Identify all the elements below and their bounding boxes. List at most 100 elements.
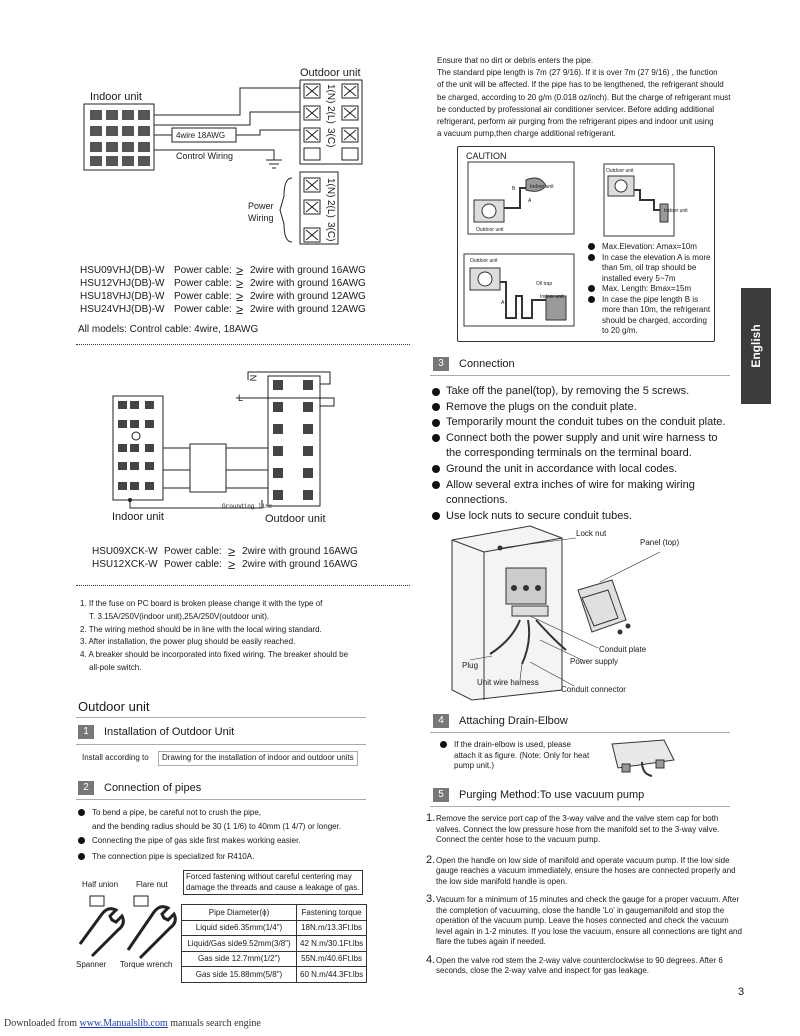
install-according-text: Install according to xyxy=(82,753,149,762)
caution-outdoor-label: Outdoor unit xyxy=(476,227,504,233)
footer-suffix: manuals search engine xyxy=(167,1018,261,1029)
connection-step: Remove the plugs on the conduit plate. xyxy=(432,400,732,416)
table-cell: Gas side 15.88mm(5/8") xyxy=(181,966,297,983)
flare-nut-label: Flare nut xyxy=(136,880,168,889)
conduit-connector-label: Conduit connector xyxy=(561,685,626,694)
caution-indoor-label-3: Indoor unit xyxy=(540,294,564,300)
wiring-diagram-1-lines xyxy=(83,79,363,245)
panel-top-label: Panel (top) xyxy=(640,538,680,547)
outdoor-unit-label-2: Outdoor unit xyxy=(265,513,326,525)
grounding-line-label: Grounding line xyxy=(222,503,273,510)
connection-step: Allow several extra inches of wire for m… xyxy=(432,478,732,509)
bullet-item: Connecting the pipe of gas side first ma… xyxy=(78,836,378,847)
table-cell: 18N.m/13.3Ft.lbs xyxy=(295,919,368,936)
outdoor-unit-heading: Outdoor unit xyxy=(78,699,150,714)
connection-step: Take off the panel(top), by removing the… xyxy=(432,384,732,400)
caution-bullet: Max. Length: Bmax=15m xyxy=(588,284,712,295)
paragraph-line: Ensure that no dirt or debris enters the… xyxy=(437,56,594,65)
power-supply-label: Power supply xyxy=(570,657,619,666)
half-union-label: Half union xyxy=(82,880,119,889)
torque-table-grid: Pipe Diameter(ϕ) Fastening torque Liquid… xyxy=(181,904,368,983)
caution-box xyxy=(457,146,715,342)
note-line: all-pole switch. xyxy=(89,662,142,672)
paragraph-line: be charged, according to 20 g/m (0.018 o… xyxy=(437,92,731,102)
section-3-title: Connection xyxy=(459,358,515,370)
paragraph-line: be conducted by professional air conditi… xyxy=(437,104,715,114)
section-2-number: 2 xyxy=(78,781,94,795)
divider xyxy=(76,744,366,745)
drain-bullets: If the drain-elbow is used, please attac… xyxy=(440,740,590,772)
outdoor-unit-label: Outdoor unit xyxy=(300,67,361,79)
table-cell: Gas side 12.7mm(1/2") xyxy=(181,950,297,967)
divider xyxy=(430,732,730,733)
drain-elbow-illustration xyxy=(611,739,675,777)
connection-steps: Take off the panel(top), by removing the… xyxy=(432,384,732,524)
terminal-label-top-3: 3(C) xyxy=(325,128,336,148)
manualslib-link[interactable]: www.Manualslib.com xyxy=(79,1018,168,1029)
paragraph-line: refrigerant, perform air purging from th… xyxy=(437,117,714,127)
table-header-cell: Pipe Diameter(ϕ) xyxy=(181,904,297,921)
section-4-number: 4 xyxy=(433,714,449,728)
torque-wrench-label: Torque wrench xyxy=(120,960,173,969)
caution-indoor-label-2: Indoor unit xyxy=(664,208,688,214)
purging-step: 3. Vacuum for a minimum of 15 minutes an… xyxy=(426,893,742,946)
page-number: 3 xyxy=(738,986,745,998)
caution-outdoor-label-3: Outdoor unit xyxy=(470,258,498,264)
indoor-unit-icon xyxy=(525,177,547,192)
caution-title: CAUTION xyxy=(466,151,507,161)
table-row: Liquid/Gas side9.52mm(3/8")42 N.m/30.1Ft… xyxy=(181,935,368,952)
caution-bullet: Max.Elevation: Amax=10m xyxy=(588,242,712,253)
section-5-number: 5 xyxy=(433,788,449,802)
connection-step: Ground the unit in accordance with local… xyxy=(432,462,732,478)
note-line: 1. If the fuse on PC board is broken ple… xyxy=(80,599,323,608)
table-cell: 60 N.m/44.3Ft.lbs xyxy=(295,966,368,983)
l-label: L xyxy=(238,393,244,403)
power-wiring-label: Power Wiring xyxy=(248,201,274,223)
table-row: Gas side 15.88mm(5/8")60 N.m/44.3Ft.lbs xyxy=(181,966,368,983)
spanner-icon xyxy=(78,907,125,958)
paragraph-line: a vacuum pump,then charge additional ref… xyxy=(437,129,616,139)
bullet-item: To bend a pipe, be careful not to crush … xyxy=(78,808,378,819)
unit-wire-harness-label: Unit wire harness xyxy=(477,678,539,687)
section-4-heading: 4 Attaching Drain-Elbow xyxy=(433,714,568,728)
connection-step: Use lock nuts to secure conduit tubes. xyxy=(432,509,732,525)
control-wiring-label: Control Wiring xyxy=(176,151,234,161)
divider xyxy=(430,375,730,376)
lock-nut-label: Lock nut xyxy=(576,529,607,538)
bend-radius-text: and the bending radius should be 30 (1 1… xyxy=(92,822,342,831)
purging-steps: 1. Remove the service port cap of the 3-… xyxy=(426,812,744,977)
conduit-plate-label: Conduit plate xyxy=(599,645,647,654)
connection-step: Connect both the power supply and unit w… xyxy=(432,431,732,462)
oil-trap-label: Oil trap xyxy=(536,281,553,287)
section-2-heading: 2 Connection of pipes xyxy=(78,781,201,795)
section-5-heading: 5 Purging Method:To use vacuum pump xyxy=(433,788,644,802)
note-line: 2. The wiring method should be in line w… xyxy=(80,624,322,634)
note-line: 4. A breaker should be incorporated into… xyxy=(80,650,349,660)
pipe-fitting-icon xyxy=(89,895,149,907)
caution-bullet: In case the elevation A is more than 5m,… xyxy=(588,253,712,285)
table-cell: 55N.m/40.6Ft.lbs xyxy=(295,950,368,967)
language-tab-english: English xyxy=(741,288,771,404)
note-line: 3. After installation, the power plug sh… xyxy=(80,637,296,647)
section-2-title: Connection of pipes xyxy=(104,782,202,794)
terminal-label-power-3: 3(C) xyxy=(325,222,336,242)
footer-prefix: Downloaded from xyxy=(4,1018,80,1029)
pipe-connection-bullets: To bend a pipe, be careful not to crush … xyxy=(78,808,378,821)
connection-figure xyxy=(451,525,661,701)
paragraph-line: The standard pipe length is 7m (27 9/16)… xyxy=(437,68,718,78)
purging-step: 2. Open the handle on low side of manifo… xyxy=(426,853,736,886)
connection-step: Temporarily mount the conduit tubes on t… xyxy=(432,415,732,431)
caution-b-label: B xyxy=(512,186,516,192)
forced-fastening-warning: Forced fastening without careful centeri… xyxy=(183,870,363,895)
note-line: T. 3.15A/250V(indoor unit),25A/250V(outd… xyxy=(89,611,270,621)
terminal-label-power-2: 2(L) xyxy=(325,200,336,218)
notes: 1. If the fuse on PC board is broken ple… xyxy=(80,598,348,675)
section-1-title: Installation of Outdoor Unit xyxy=(104,726,235,738)
pipe-intro: Ensure that no dirt or debris enters the… xyxy=(437,55,747,140)
caution-indoor-label: Indoor unit xyxy=(530,184,554,190)
